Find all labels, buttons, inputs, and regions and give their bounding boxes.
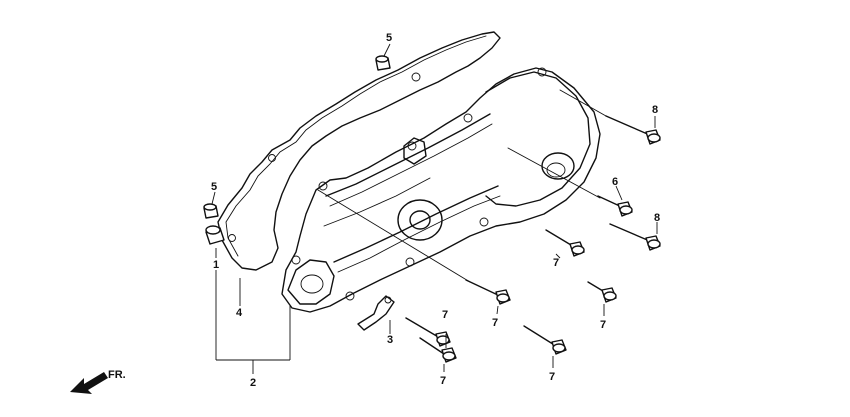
bolt-7-a	[545, 229, 585, 257]
callouts: 5 5 1 4 2 3 8 6 8 7 7 7 7 7 7	[211, 32, 660, 389]
crankcase-cover	[281, 67, 601, 313]
callout-8-upper: 8	[652, 104, 658, 116]
bolt-6	[597, 195, 633, 217]
cable-bracket	[357, 295, 395, 331]
gasket	[217, 31, 501, 271]
callout-3: 3	[387, 334, 393, 346]
bolt-7-e	[419, 337, 457, 363]
dowel-pin-upper	[375, 55, 391, 71]
callout-7-b: 7	[600, 319, 606, 331]
bolt-7-c	[465, 279, 511, 305]
bolt-7-b	[587, 281, 617, 303]
callout-1: 1	[213, 259, 219, 271]
callout-6: 6	[612, 176, 618, 188]
callout-2: 2	[250, 377, 256, 389]
callout-8-lower: 8	[654, 212, 660, 224]
bolt-7-d	[405, 317, 451, 347]
bolt-8-lower	[609, 223, 661, 251]
callout-7-d: 7	[442, 309, 448, 321]
front-indicator-label: FR.	[108, 369, 126, 381]
dowel-pin-left	[203, 203, 219, 219]
callout-7-e: 7	[440, 375, 446, 387]
front-arrow-icon: FR.	[70, 369, 126, 394]
bolt-7-f	[523, 325, 567, 355]
callout-7-f: 7	[549, 371, 555, 383]
callout-7-a: 7	[553, 257, 559, 269]
leader-lines	[211, 43, 658, 374]
callout-5-upper: 5	[386, 32, 392, 44]
callout-5-left: 5	[211, 181, 217, 193]
callout-4: 4	[236, 307, 243, 319]
callout-7-c: 7	[492, 317, 498, 329]
bolt-8-upper	[605, 115, 661, 145]
oil-seal	[205, 225, 225, 245]
